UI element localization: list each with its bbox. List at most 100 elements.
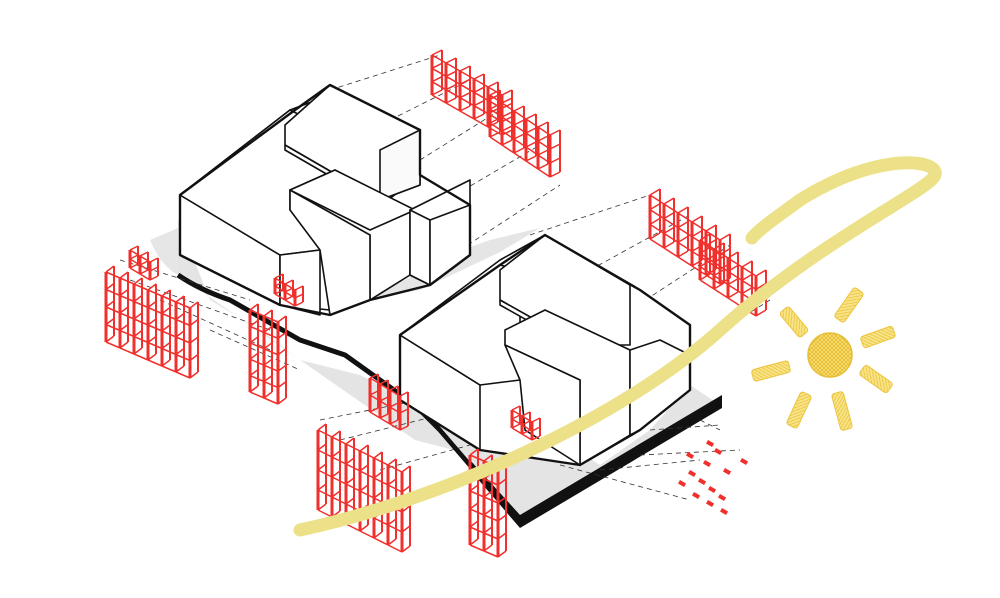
- scaffold-member: [525, 155, 537, 162]
- scaffold-member: [677, 235, 689, 243]
- scaffold-member: [331, 470, 341, 478]
- scaffold-piece: [740, 457, 749, 465]
- scaffold-member: [373, 491, 383, 499]
- scaffold-member: [483, 532, 499, 540]
- scaffold-member: [249, 336, 259, 344]
- scaffold-member: [249, 358, 265, 366]
- scaffold-member: [699, 273, 711, 281]
- scaffold-member: [105, 265, 115, 273]
- sun-path-arc: [293, 156, 942, 537]
- scaffold-member: [294, 293, 304, 299]
- scaffold-member: [727, 270, 743, 281]
- scaffold-member: [119, 271, 129, 279]
- scaffold-member: [483, 544, 493, 552]
- scaffold-member: [379, 396, 389, 402]
- scaffold-member: [249, 369, 259, 377]
- scaffold-member: [139, 255, 151, 263]
- scaffold-member: [489, 117, 501, 124]
- scaffold-member: [274, 277, 286, 285]
- scaffold-member: [483, 496, 499, 504]
- scaffold-member: [373, 537, 389, 546]
- scaffold-member: [525, 146, 539, 156]
- scaffold-member: [483, 508, 493, 516]
- scaffold-piece: [688, 469, 697, 477]
- building-block-west: [178, 83, 472, 317]
- scaffold-member: [487, 81, 499, 88]
- scaffold-member: [691, 230, 703, 238]
- scaffold-member: [359, 444, 369, 452]
- scaffold-member: [249, 352, 259, 360]
- scaffold-member: [755, 282, 767, 290]
- scaffold-member: [489, 103, 501, 110]
- scaffold-piece: [678, 479, 687, 487]
- scaffold-member: [663, 226, 675, 234]
- scaffold-member: [263, 309, 273, 317]
- scaffold-member: [359, 464, 369, 472]
- scaffold-member: [401, 505, 411, 513]
- scaffold-piece: [706, 440, 715, 447]
- scaffold-member: [249, 391, 265, 399]
- scaffold-member: [431, 62, 443, 70]
- scaffold-member: [119, 294, 135, 303]
- scaffold-member: [294, 301, 304, 307]
- scaffold-member: [431, 49, 443, 56]
- scaffold-member: [317, 443, 327, 451]
- scaffold-member: [525, 118, 539, 128]
- scaffold-member: [727, 264, 739, 272]
- scaffold-member: [387, 458, 397, 466]
- scaffold-member: [691, 215, 703, 223]
- scaffold-member: [345, 437, 355, 445]
- scaffold-member: [161, 347, 177, 356]
- scaffold-member: [274, 273, 284, 279]
- scaffold-member: [531, 417, 541, 423]
- scaffold-member: [511, 423, 521, 429]
- scaffold-member: [713, 288, 729, 299]
- scaffold-member: [459, 83, 475, 93]
- scaffold-member: [741, 287, 753, 295]
- scaffold-member: [133, 300, 149, 309]
- scaffold-member: [727, 251, 739, 259]
- scaffold-member: [133, 329, 143, 338]
- scaffold-member: [497, 478, 507, 486]
- scaffold-member: [755, 309, 767, 317]
- scaffold-member: [317, 489, 333, 498]
- scaffold-member: [119, 306, 129, 314]
- scaffold-member: [175, 330, 185, 338]
- scaffold-member: [175, 295, 185, 303]
- scaffold-member: [501, 102, 515, 112]
- scaffold-member: [119, 288, 129, 297]
- scaffold-member: [469, 508, 485, 516]
- scaffold-member: [401, 545, 411, 553]
- scaffold-member: [161, 306, 171, 315]
- scaffold-member: [369, 377, 381, 385]
- scaffold-member: [537, 126, 551, 136]
- scaffold-member: [521, 433, 533, 441]
- scaffold-member: [331, 476, 347, 485]
- scaffold-member: [677, 250, 689, 258]
- scaffold-member: [379, 383, 391, 391]
- scaffold-member: [189, 371, 199, 379]
- scaffold-member: [317, 463, 327, 471]
- scaffold-member: [663, 203, 679, 214]
- scaffold-member: [389, 402, 399, 408]
- scaffold-member: [537, 121, 549, 128]
- scaffold-member: [284, 291, 296, 299]
- scaffold-member: [649, 232, 661, 240]
- scaffold-member: [445, 75, 461, 85]
- scaffold-member: [133, 353, 149, 361]
- scaffold-member: [521, 429, 531, 435]
- scaffold-member: [105, 282, 115, 291]
- scaffold-member: [369, 411, 381, 419]
- scaffold-member: [537, 168, 551, 178]
- scaffold-member: [719, 233, 731, 241]
- scaffold-member: [387, 484, 403, 493]
- scaffold-member: [274, 281, 284, 287]
- scaffold-member: [147, 300, 157, 309]
- scaffold-member: [149, 257, 159, 263]
- scaffold-member: [119, 329, 135, 338]
- scaffold-member: [147, 306, 163, 315]
- scaffold-member: [175, 318, 191, 327]
- scaffold-member: [549, 143, 561, 150]
- scaffold-member: [277, 348, 287, 356]
